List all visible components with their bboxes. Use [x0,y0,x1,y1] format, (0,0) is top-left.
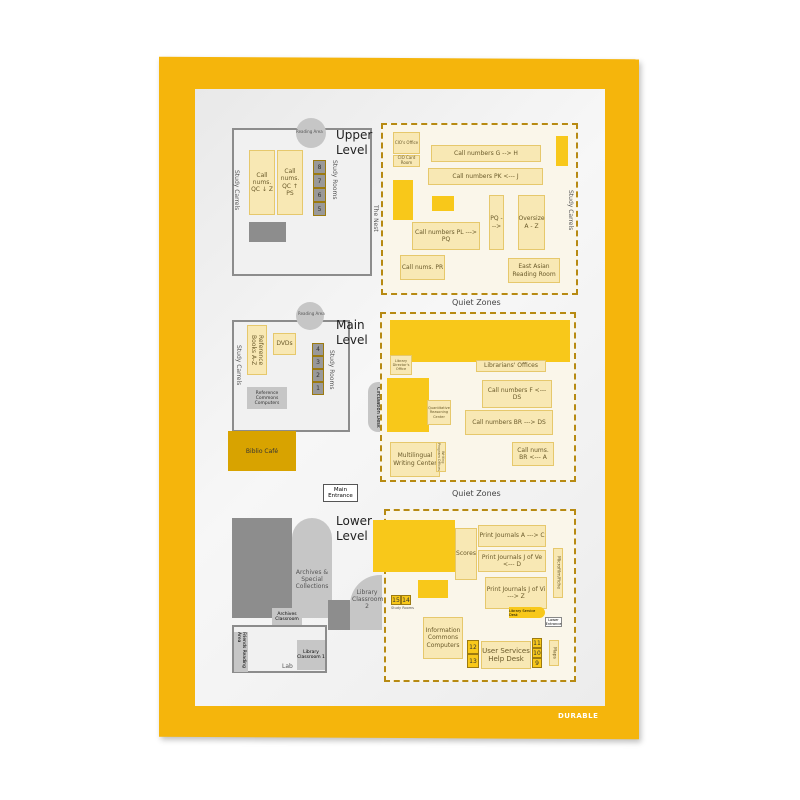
call-numbers-f-ds: Call numbers F <--- DS [482,380,552,408]
study-room: 12 [467,640,479,654]
lower-entrance: Lower Entrance [545,617,562,627]
main-yellow-stacks [390,320,570,362]
archives-area [292,518,332,618]
study-room: 1 [312,382,324,395]
multilingual-writing-center: Multilingual Writing Center [390,442,440,477]
upper-qc-ps: Call nums. QC ↑ PS [277,150,303,215]
call-numbers-pl-pq: Call numbers PL ---> PQ [412,222,480,250]
cio-card-room: CIO Card Room [393,155,420,167]
print-journals-ve-d: Print Journals J of Ve <--- D [478,550,546,572]
upper-block [249,222,286,242]
main-reading-area [296,302,324,330]
call-nums-pr: Call nums. PR [400,255,445,280]
quiet-zones-label: Quiet Zones [452,489,501,498]
main-carrels-label: Study Carrels [234,345,242,386]
dvds: DVDs [273,333,296,355]
lower-title-1: Lower [336,514,372,528]
librarians-offices: Librarians' Offices [476,360,546,372]
library-director-office: Library Director's Office [390,355,412,375]
lower-yellow-room [418,580,448,598]
quantitative-reasoning-center: Quantitative Reasoning Center [427,400,451,425]
upper-title-1: Upper [336,128,373,142]
print-journals-a-c: Print Journals A ---> C [478,525,546,547]
call-numbers-pq: PQ ---> [489,195,504,250]
lower-dark-block [232,518,292,618]
upper-study-rooms: 8 7 6 5 [313,160,326,216]
reference-books: Reference Books A-Z [247,325,267,375]
microfilm-fiche: Microfilm/fiche [553,548,563,598]
upper-reading-area [296,118,326,148]
study-room: 2 [312,369,324,382]
print-journals-vi-z: Print Journals J of Vi ---> Z [485,577,547,609]
lower-title-2: Level [336,529,368,543]
upper-carrels-label: Study Carrels [232,170,240,211]
call-numbers-g-h: Call numbers G --> H [431,145,541,162]
upper-restrooms [393,180,413,220]
library-classroom-2-label: Library Classroom 2 [352,589,384,610]
upper-qc-z: Call nums. QC ↓ Z [249,150,275,215]
study-room: 5 [313,202,326,216]
upper-reading-label: Reading Area [296,129,323,134]
library-service-desk: Library Service Desk [509,607,545,618]
study-room: 3 [312,356,324,369]
study-room: 7 [313,174,326,188]
main-entrance: Main Entrance [323,484,358,502]
study-room: 14 [401,595,411,605]
main-study-rooms-label: Study Rooms [327,350,335,390]
east-asian-reading-room: East Asian Reading Room [508,258,560,283]
call-nums-br-a: Call nums. BR <--- A [512,442,554,466]
archives-special-collections: Archives & Special Collections [295,569,329,590]
the-nest-label: The Nest [371,205,379,232]
study-room: 8 [313,160,326,174]
lower-study-rooms-c: 11 10 9 [532,638,542,668]
study-room: 6 [313,188,326,202]
writing-program-offices: Writing Program Offices [436,442,446,472]
oversize: Oversize A - Z [518,195,545,250]
study-room: 15 [391,595,401,605]
call-numbers-br-ds: Call numbers BR ---> DS [465,410,553,435]
upper-stairs [556,136,568,166]
lab-label: Lab [282,663,293,670]
durable-logo: DURABLE [558,712,599,720]
main-yellow-block [387,378,429,432]
lower-dark-room [328,600,350,630]
main-title-1: Main [336,318,365,332]
user-services-help-desk: User Services Help Desk [481,641,531,669]
lower-study-rooms-label: Study Rooms [391,606,415,610]
friends-reading-area: Friends Reading Area [234,632,248,672]
information-commons: Information Commons Computers [423,617,463,659]
upper-yellow-room [432,196,454,211]
lower-yellow-stacks [373,520,455,572]
reference-commons: Reference Commons Computers [247,387,287,409]
call-numbers-pk-j: Call numbers PK <--- J [428,168,543,185]
biblio-cafe: Biblio Café [228,431,296,471]
study-room: 9 [532,658,542,668]
upper-title-2: Level [336,143,368,157]
main-title-2: Level [336,333,368,347]
study-room: 10 [532,648,542,658]
scores: Scores [455,528,477,580]
lower-study-rooms-b: 12 13 [467,640,479,668]
study-room: 11 [532,638,542,648]
upper-study-rooms-label: Study Rooms [330,160,338,200]
upper-carrels-right: Study Carrels [566,190,574,231]
archives-classroom: Archives Classroom [272,608,302,626]
quiet-zones-label: Quiet Zones [452,298,501,307]
lower-study-rooms-a: 15 14 [391,595,411,605]
main-reading-label: Reading Area [298,311,325,316]
library-classroom-1: Library Classroom 1 [297,640,325,670]
maps: Maps [549,640,559,666]
study-room: 13 [467,654,479,668]
main-study-rooms: 4 3 2 1 [312,343,324,395]
cio-office: CIO's Office [393,132,420,154]
study-room: 4 [312,343,324,356]
